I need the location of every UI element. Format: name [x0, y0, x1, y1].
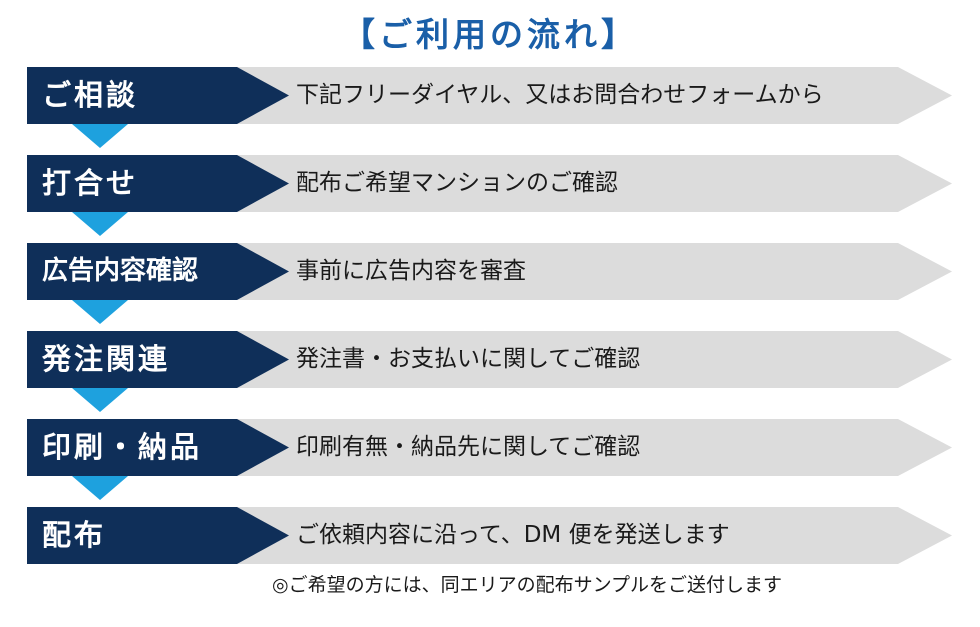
step-label-box: [27, 67, 289, 124]
flow-connector-arrow-icon: [72, 212, 128, 236]
flow-connector-arrow-icon: [72, 476, 128, 500]
step-description: ご依頼内容に沿って、DM 便を発送します: [296, 522, 730, 548]
page-title: 【ご利用の流れ】: [342, 15, 638, 54]
description-arrow: [234, 331, 952, 388]
flow-connector-arrow-icon: [72, 124, 128, 148]
step-label-box: [27, 155, 289, 212]
step-label-box: [27, 243, 289, 300]
description-arrow: [234, 507, 952, 564]
step-description: 下記フリーダイヤル、又はお問合わせフォームから: [296, 82, 824, 108]
step-label: 広告内容確認: [42, 256, 199, 286]
step-description: 配布ご希望マンションのご確認: [296, 170, 618, 196]
step-label: 配布: [42, 518, 107, 552]
step-label: 印刷・納品: [42, 430, 203, 464]
step-label-box: [27, 507, 289, 564]
flow-connector-arrow-icon: [72, 300, 128, 324]
step-label: 打合せ: [42, 166, 139, 200]
step-description: 発注書・お支払いに関してご確認: [296, 346, 641, 372]
flow-step-ad-review: 広告内容確認 事前に広告内容を審査: [0, 243, 980, 300]
description-arrow: [234, 419, 952, 476]
flow-connector-arrow-icon: [72, 388, 128, 412]
step-label-box: [27, 331, 289, 388]
flow-step-order: 発注関連 発注書・お支払いに関してご確認: [0, 331, 980, 388]
flow-step-consultation: ご相談 下記フリーダイヤル、又はお問合わせフォームから: [0, 67, 980, 124]
description-arrow: [234, 155, 952, 212]
description-arrow: [234, 243, 952, 300]
step-label-box: [27, 419, 289, 476]
flow-step-distribution: 配布 ご依頼内容に沿って、DM 便を発送します: [0, 507, 980, 564]
step-label: 発注関連: [42, 342, 171, 376]
flow-step-meeting: 打合せ 配布ご希望マンションのご確認: [0, 155, 980, 212]
step-label: ご相談: [42, 78, 139, 112]
flow-step-printing-delivery: 印刷・納品 印刷有無・納品先に関してご確認: [0, 419, 980, 476]
description-arrow: [234, 67, 952, 124]
step-description: 印刷有無・納品先に関してご確認: [296, 434, 641, 460]
footnote: ◎ご希望の方には、同エリアの配布サンプルをご送付します: [272, 574, 783, 596]
step-description: 事前に広告内容を審査: [296, 258, 526, 284]
